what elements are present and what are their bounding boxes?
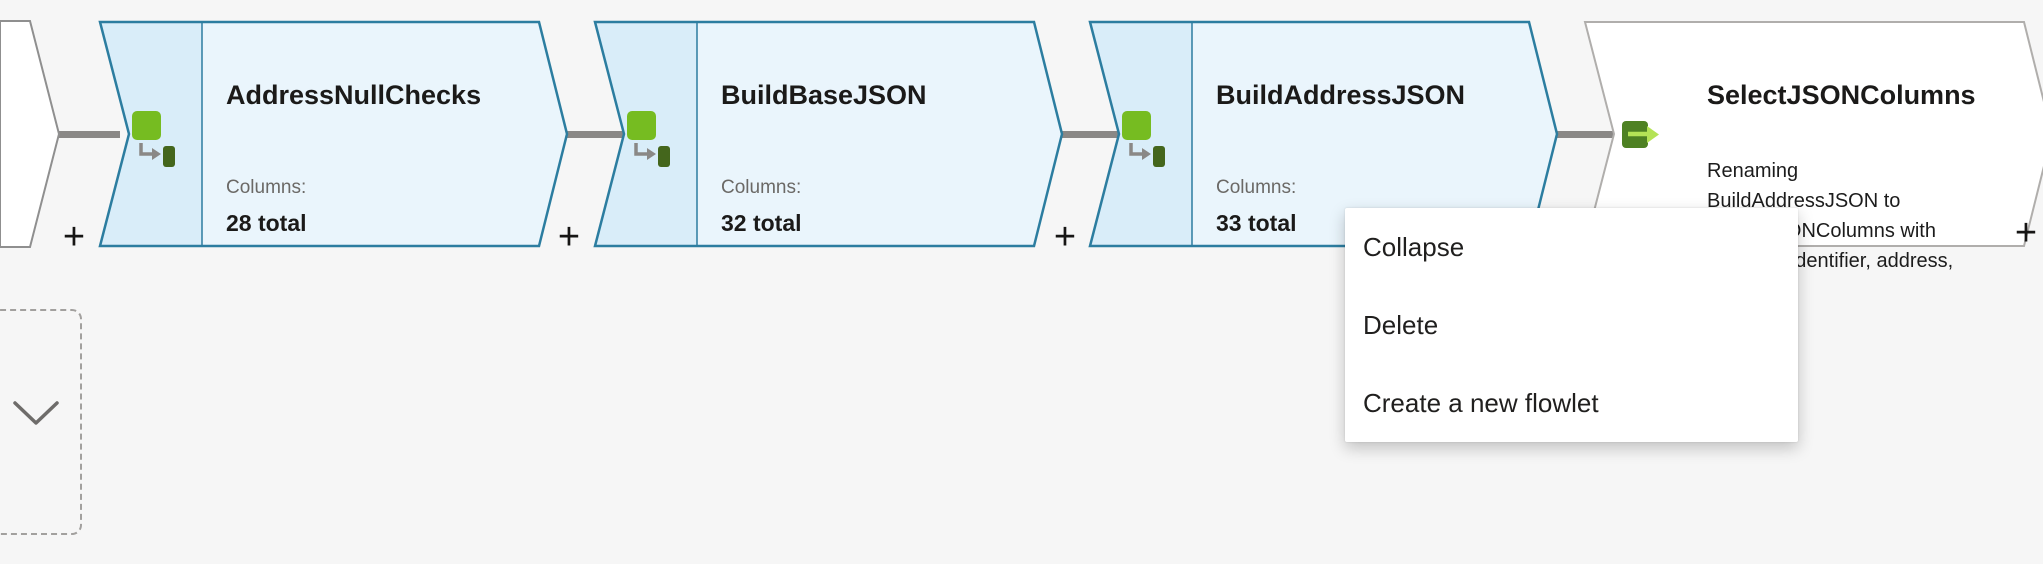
- node-buildaddressjson[interactable]: BuildAddressJSON Columns: 33 total: [1088, 20, 1560, 248]
- columns-value: 32 total: [721, 210, 802, 236]
- add-transformation-button[interactable]: +: [62, 216, 86, 258]
- node-description-line: Renaming: [1707, 160, 1799, 182]
- derived-column-icon: [132, 111, 175, 167]
- node-title: BuildAddressJSON: [1216, 80, 1466, 110]
- connector-line: [1050, 131, 1125, 138]
- add-transformation-button[interactable]: +: [1053, 216, 1077, 258]
- node-shape: [1088, 20, 1559, 248]
- derived-column-icon: [1122, 111, 1165, 167]
- columns-value: 33 total: [1216, 210, 1297, 236]
- context-menu: Collapse Delete Create a new flowlet: [1345, 208, 1798, 442]
- node-shape: [1583, 21, 2043, 247]
- chevron-down-icon[interactable]: [12, 398, 60, 428]
- menu-item-collapse[interactable]: Collapse: [1363, 231, 1465, 262]
- upstream-node-partial[interactable]: [0, 20, 60, 248]
- node-description-line: BuildAddressJSON to: [1707, 190, 1901, 212]
- columns-label: Columns:: [721, 177, 802, 198]
- menu-item-create-flowlet[interactable]: Create a new flowlet: [1363, 387, 1599, 418]
- columns-value: 28 total: [226, 210, 307, 236]
- node-title: SelectJSONColumns: [1707, 80, 1976, 110]
- columns-label: Columns:: [1216, 177, 1297, 198]
- menu-item-delete[interactable]: Delete: [1363, 309, 1439, 340]
- connector-line: [1545, 131, 1620, 138]
- connector-line: [50, 131, 120, 138]
- derived-column-icon: [627, 111, 670, 167]
- node-title: BuildBaseJSON: [721, 80, 927, 110]
- collapsed-node-placeholder[interactable]: [0, 309, 82, 535]
- connector-line: [555, 131, 630, 138]
- add-transformation-button[interactable]: +: [557, 216, 581, 258]
- node-shape: [98, 20, 569, 248]
- add-transformation-button[interactable]: +: [2014, 212, 2038, 254]
- select-icon: [1622, 121, 1659, 148]
- node-addressnullchecks[interactable]: AddressNullChecks Columns: 28 total: [98, 20, 570, 248]
- node-buildbasejson[interactable]: BuildBaseJSON Columns: 32 total: [593, 20, 1065, 248]
- columns-label: Columns:: [226, 177, 307, 198]
- node-selectjsoncolumns[interactable]: SelectJSONColumns Renaming BuildAddressJ…: [1583, 20, 2043, 272]
- node-title: AddressNullChecks: [226, 80, 482, 110]
